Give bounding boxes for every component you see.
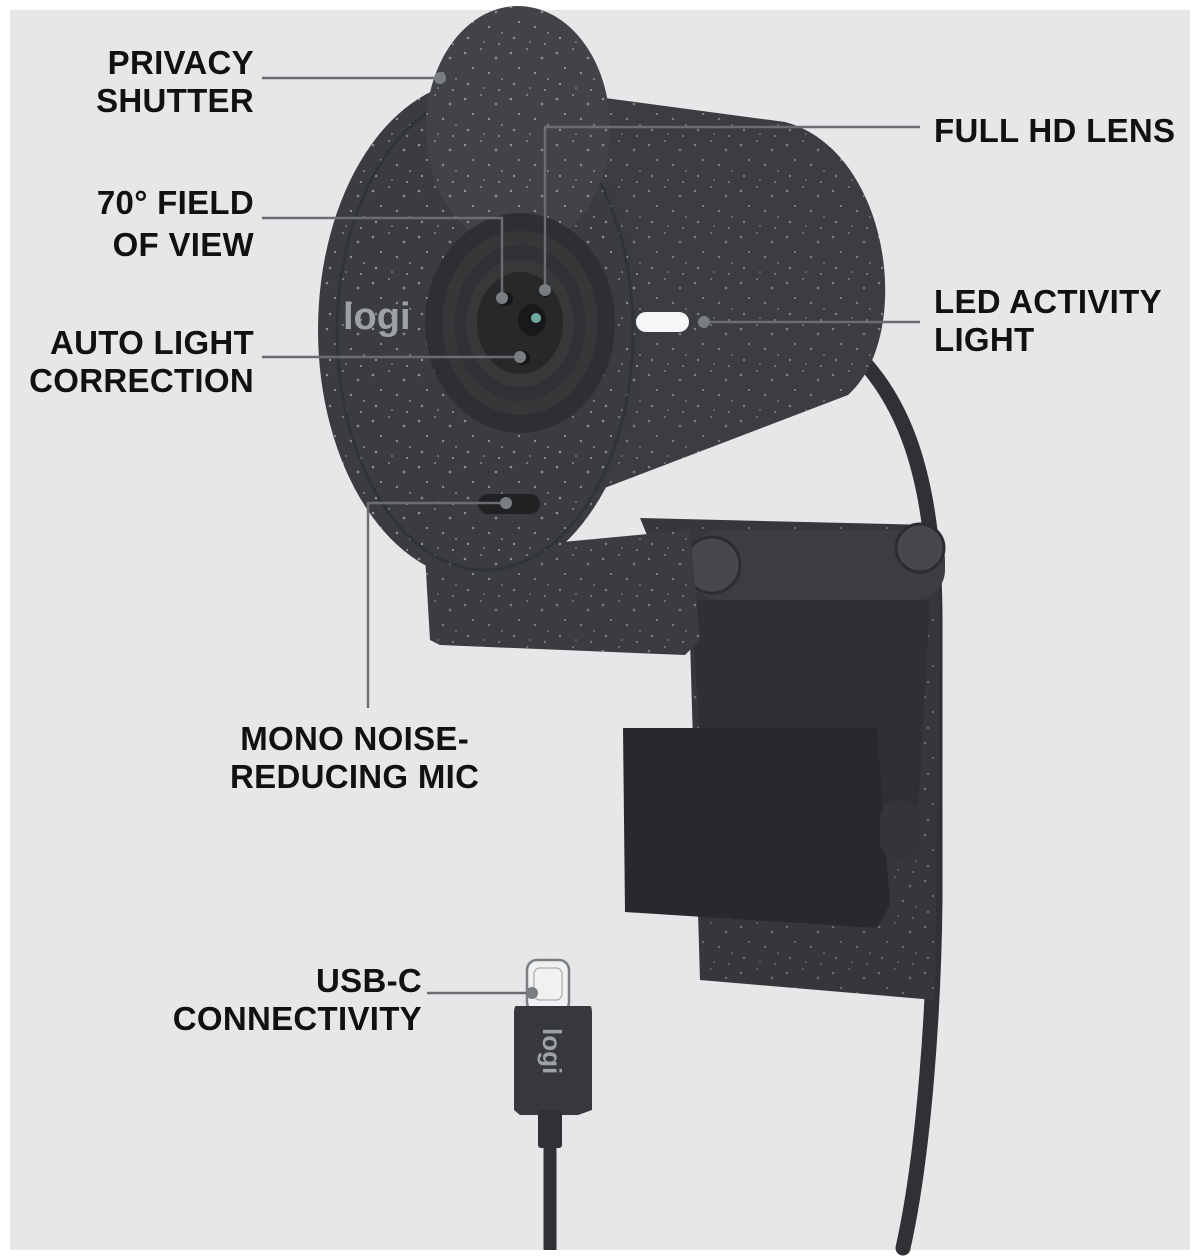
connector-logo: logi — [537, 1028, 567, 1074]
label-full-hd-lens: FULL HD LENS — [934, 112, 1176, 149]
leader-dots — [434, 72, 710, 999]
face-logo: logi — [343, 296, 411, 338]
label-auto-light-correction: AUTO LIGHT CORRECTION — [29, 324, 254, 399]
mount-clip — [623, 728, 890, 928]
leader-lines — [262, 76, 920, 995]
label-field-of-view: 70° FIELD OF VIEW — [96, 184, 254, 263]
label-privacy-shutter: PRIVACY SHUTTER — [96, 44, 254, 119]
label-mono-mic: MONO NOISE- REDUCING MIC — [230, 720, 480, 795]
usb-c-housing — [514, 1006, 592, 1115]
led-light-shape — [636, 312, 689, 332]
label-led-activity-light: LED ACTIVITY LIGHT — [934, 283, 1162, 358]
label-usb-c: USB-C CONNECTIVITY — [172, 962, 422, 1037]
